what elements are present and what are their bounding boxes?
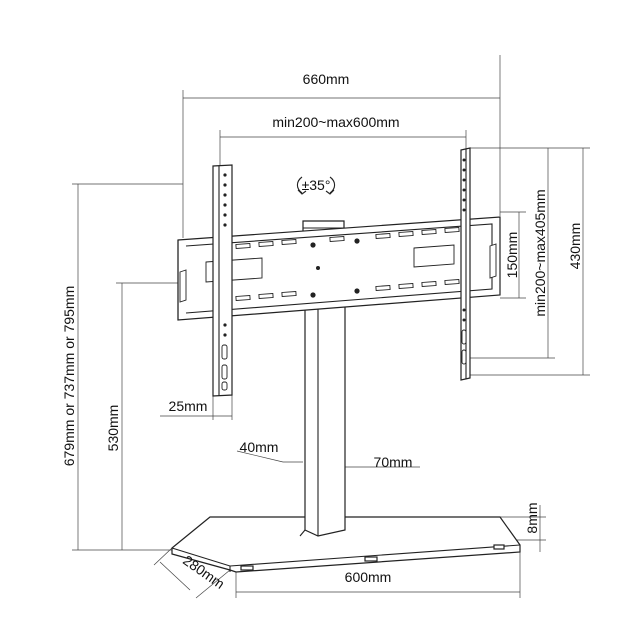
right-vesa-arm xyxy=(460,147,471,381)
bracket-slots-top xyxy=(235,227,460,249)
left-vesa-arm xyxy=(212,164,233,397)
vesa-horizontal-label: min200~max600mm xyxy=(272,114,399,130)
base-thickness-label: 8mm xyxy=(524,502,540,533)
pole xyxy=(299,292,346,537)
pole-depth-label: 40mm xyxy=(240,439,279,455)
horizontal-bracket xyxy=(177,216,501,321)
arm-width-label: 25mm xyxy=(169,398,208,414)
arm-height-label: 430mm xyxy=(567,223,583,270)
pole-height-label: 530mm xyxy=(105,405,121,452)
dimension-lines xyxy=(72,55,590,599)
bracket-height-label: 150mm xyxy=(504,232,520,279)
base-plate xyxy=(171,516,521,573)
width-total-label: 660mm xyxy=(303,71,350,87)
pole-width-label: 70mm xyxy=(374,454,413,470)
bracket-slots-bottom xyxy=(235,279,460,301)
vesa-vertical-label: min200~max405mm xyxy=(532,189,548,316)
tilt-indicator: ±35° xyxy=(296,176,336,195)
total-height-label: 679mm or 737mm or 795mm xyxy=(61,286,77,467)
base-width-label: 600mm xyxy=(345,569,392,585)
tilt-label: ±35° xyxy=(302,177,331,193)
